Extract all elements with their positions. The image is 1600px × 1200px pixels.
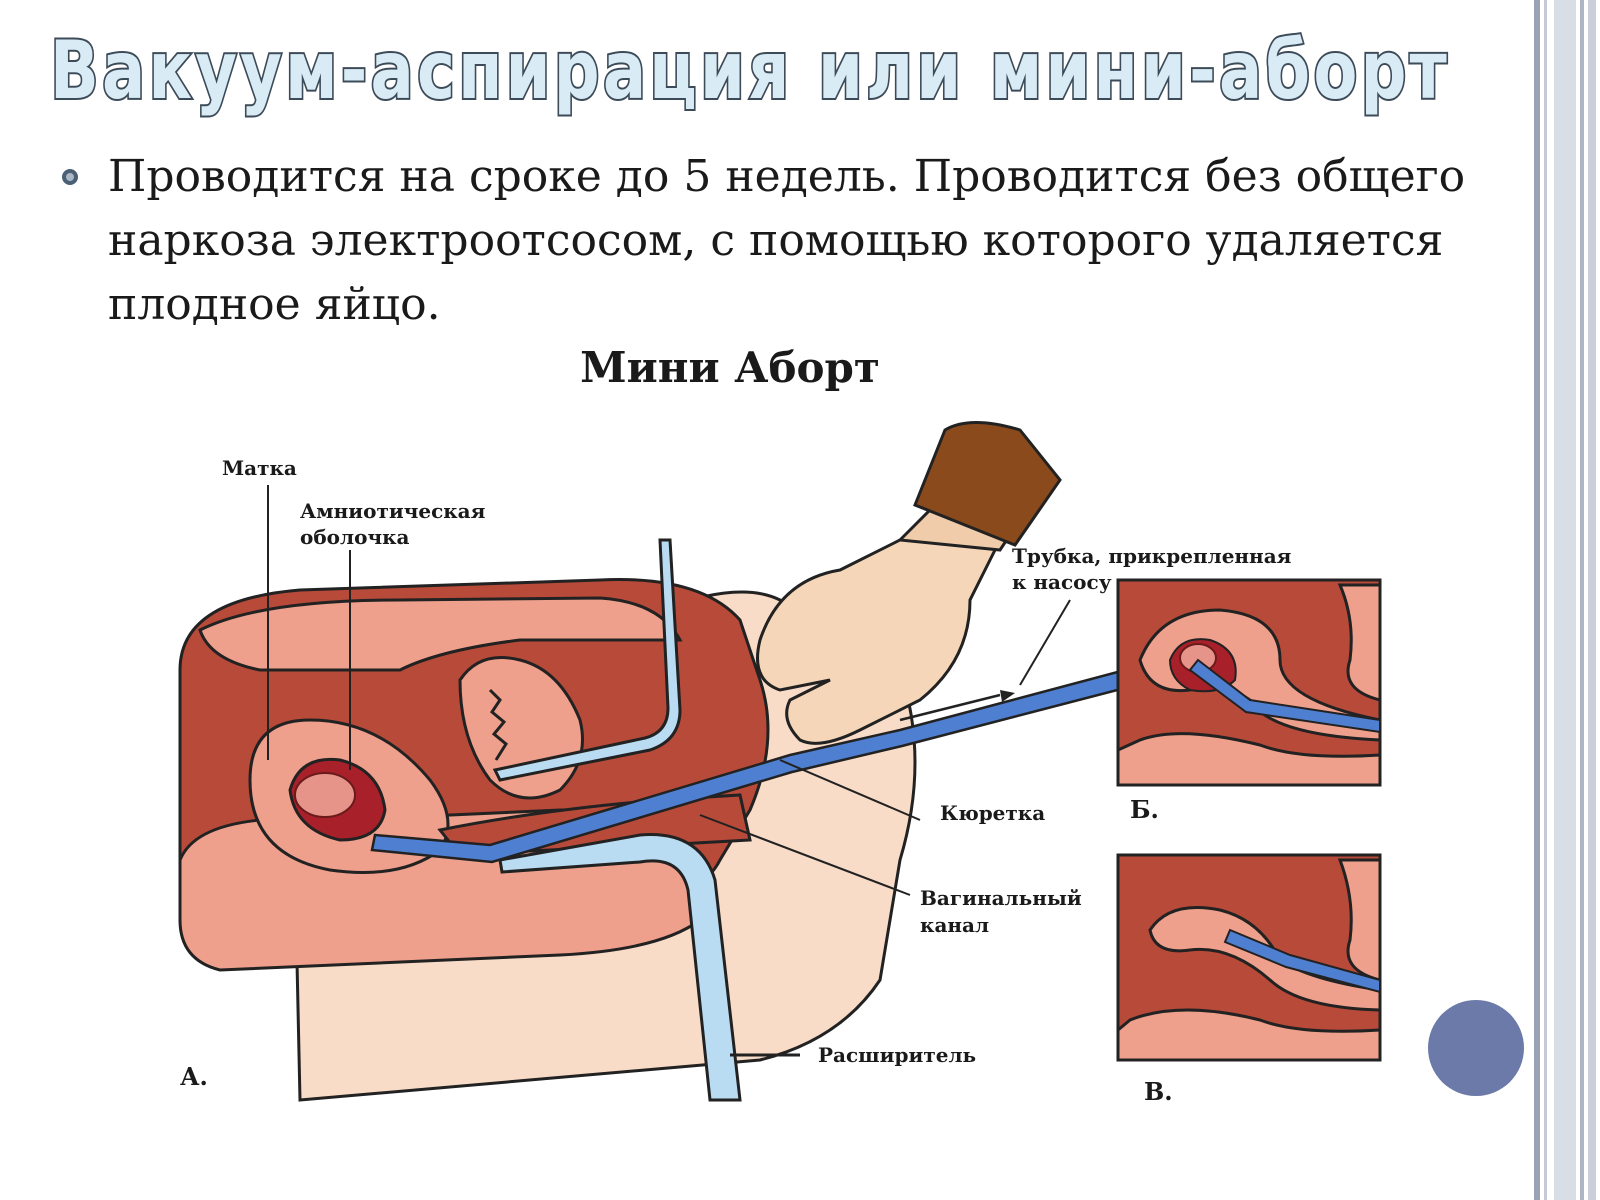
panel-v (1116, 853, 1382, 1062)
label-vaginal-2: канал (920, 913, 989, 937)
label-vaginal-1: Вагинальный (920, 886, 1082, 910)
bullet-item: Проводится на сроке до 5 недель. Проводи… (60, 145, 1480, 337)
label-amnion-2: оболочка (300, 525, 410, 549)
diagram-heading: Мини Аборт (580, 343, 880, 392)
dilator-upper (492, 538, 682, 782)
dilator-lower (498, 833, 742, 1102)
embryo (294, 772, 356, 818)
vaginal-leader (699, 814, 911, 896)
panel-b-letter: Б. (1130, 795, 1159, 824)
curette-leader (779, 759, 921, 821)
bullet-text: Проводится на сроке до 5 недель. Проводи… (108, 151, 1466, 330)
panel-b (1116, 578, 1382, 787)
label-dilator: Расширитель (818, 1043, 976, 1067)
label-curette: Кюретка (940, 801, 1045, 825)
label-tube-2: к насосу (1012, 570, 1112, 594)
accent-circle (1428, 1000, 1524, 1096)
gloved-hand (756, 518, 1003, 745)
slide-title: Вакуум-аспирация или мини-аборт (48, 22, 1490, 122)
mini-abortion-diagram: Мини Аборт (178, 343, 1382, 1106)
panel-v-letter: В. (1144, 1077, 1173, 1106)
circle-bullet-icon (62, 169, 78, 185)
upper-tissue (198, 596, 683, 672)
label-uterus: Матка (222, 456, 297, 480)
label-tube-1: Трубка, прикрепленная (1012, 544, 1292, 568)
tube-leader (1019, 599, 1071, 686)
title-text: Вакуум-аспирация или мини-аборт (50, 24, 1450, 117)
label-amnion-1: Амниотическая (300, 499, 486, 523)
flow-arrow-line (899, 693, 1001, 722)
panel-a-letter: А. (180, 1062, 208, 1091)
decorative-stripes (1530, 0, 1600, 1200)
flow-arrow-head (1000, 690, 1015, 702)
bladder-detail (488, 688, 508, 761)
sleeve (913, 421, 1062, 547)
